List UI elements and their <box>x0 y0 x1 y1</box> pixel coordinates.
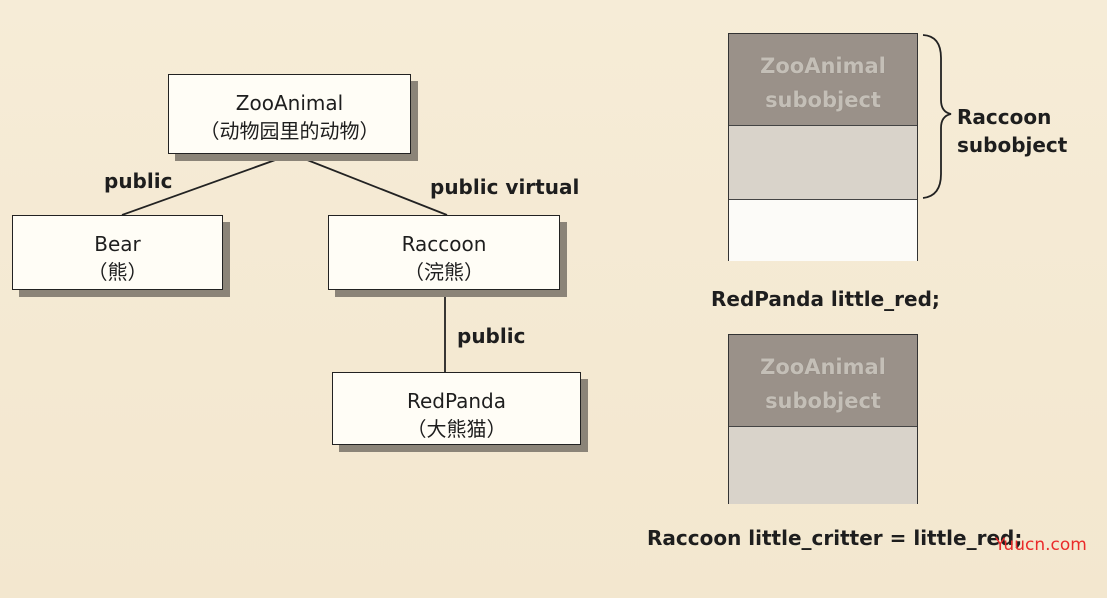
raccoon-box: Raccoon （浣熊） <box>328 215 560 290</box>
redpanda-subtitle: （大熊猫） <box>406 417 507 441</box>
watermark-text: Yuucn.com <box>995 535 1087 555</box>
bear-subtitle: （熊） <box>87 260 148 284</box>
redpanda-object-caption: RedPanda little_red; <box>711 287 940 311</box>
raccoon-name: Raccoon <box>401 232 487 256</box>
edge-zoo-bear <box>121 153 293 216</box>
raccoon-layout-raccoon-part <box>729 426 917 504</box>
edge-label-redpanda-public: public <box>457 324 526 348</box>
redpanda-layout-zoo-line2: subobject <box>765 88 881 112</box>
edge-label-bear-public: public <box>104 169 173 193</box>
raccoon-layout-zoo-line1: ZooAnimal <box>760 355 886 379</box>
raccoon-object-layout: ZooAnimal subobject <box>728 334 918 504</box>
redpanda-name: RedPanda <box>406 389 507 413</box>
redpanda-object-layout: ZooAnimal subobject <box>728 33 918 261</box>
raccoon-layout-zoo-subobject: ZooAnimal subobject <box>729 335 917 426</box>
redpanda-layout-zoo-line1: ZooAnimal <box>760 54 886 78</box>
redpanda-layout-raccoon-part <box>729 125 917 200</box>
raccoon-subobject-line1: Raccoon <box>957 105 1052 129</box>
zooanimal-subtitle: （动物园里的动物） <box>199 119 380 143</box>
zooanimal-box: ZooAnimal （动物园里的动物） <box>168 74 411 154</box>
redpanda-layout-redpanda-part <box>729 199 917 261</box>
raccoon-subobject-line2: subobject <box>957 133 1068 157</box>
zooanimal-name: ZooAnimal <box>235 91 344 115</box>
bear-box: Bear （熊） <box>12 215 223 290</box>
edge-label-raccoon-public-virtual: public virtual <box>430 175 580 199</box>
brace-raccoon-subobject <box>922 34 952 199</box>
redpanda-layout-zoo-subobject: ZooAnimal subobject <box>729 34 917 125</box>
raccoon-subtitle: （浣熊） <box>404 260 484 284</box>
redpanda-box: RedPanda （大熊猫） <box>332 372 581 445</box>
edge-zoo-raccoon <box>291 153 448 216</box>
raccoon-subobject-label: Raccoon subobject <box>957 103 1067 159</box>
bear-name: Bear <box>94 232 141 256</box>
raccoon-object-caption: Raccoon little_critter = little_red; <box>647 526 1023 550</box>
raccoon-layout-zoo-line2: subobject <box>765 389 881 413</box>
